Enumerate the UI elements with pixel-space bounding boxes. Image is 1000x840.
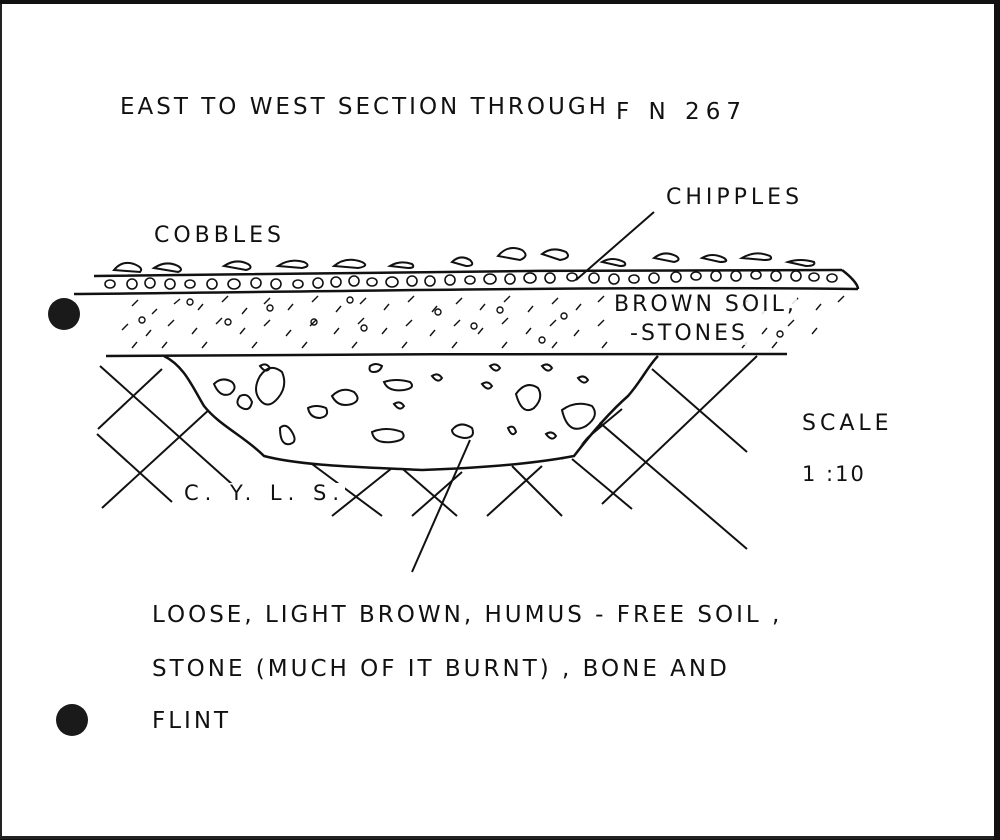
description-line-3: FLINT	[152, 708, 232, 734]
label-chipples: CHIPPLES	[666, 185, 804, 210]
chipples-stones	[104, 270, 838, 290]
subsoil-hatching	[96, 355, 758, 550]
label-cyls: C. Y. L. S.	[184, 481, 345, 505]
description-line-1: LOOSE, LIGHT BROWN, HUMUS - FREE SOIL ,	[152, 602, 783, 628]
pit-outline	[163, 354, 659, 472]
feature-number: F N 267	[616, 99, 747, 125]
pit-stones	[212, 363, 596, 446]
punch-hole-bottom	[56, 704, 88, 736]
label-brown-soil: BROWN SOIL,	[614, 292, 797, 317]
drawing-title: EAST TO WEST SECTION THROUGH	[120, 94, 609, 120]
brown-soil-pebbles	[138, 296, 784, 344]
sheet-edge-shadow	[994, 0, 1000, 840]
drawing-sheet: EAST TO WEST SECTION THROUGH F N 267 COB…	[0, 4, 996, 839]
scale-value: 1 :10	[802, 462, 866, 486]
label-cobbles: COBBLES	[154, 223, 285, 248]
section-drawing	[73, 211, 860, 573]
leader-lines	[411, 211, 655, 573]
label-stones: -STONES	[630, 321, 748, 346]
layer-lines	[73, 268, 860, 358]
scale-title: SCALE	[802, 411, 893, 436]
pit-fill	[162, 356, 657, 470]
punch-hole-top	[48, 298, 80, 330]
cobbles-stones	[112, 247, 816, 274]
description-line-2: STONE (MUCH OF IT BURNT) , BONE AND	[152, 656, 730, 682]
